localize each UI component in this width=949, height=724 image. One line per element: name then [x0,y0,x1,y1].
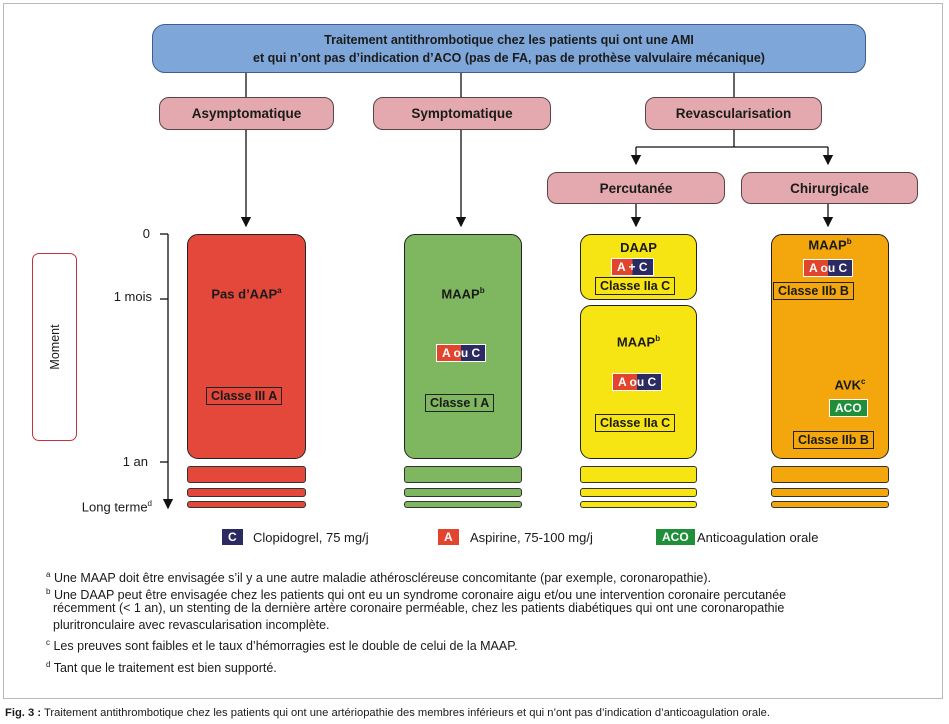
long-term-stripe [404,488,522,497]
legend-key-c: C [222,529,243,545]
classe-label: Classe IIb B [793,431,874,449]
bar-asymptomatique [187,234,306,459]
tick-label-1-mois: 1 mois [113,289,152,304]
label-text: Pas d’AAP [211,286,278,302]
footnote-a: a Une MAAP doit être envisagée s’il y a … [46,566,711,587]
long-term-stripe [404,501,522,508]
legend-key-aco: ACO [656,529,695,545]
category-chirurgicale: Chirurgicale [741,172,918,204]
tick-label-1-an: 1 an [122,454,148,469]
long-term-stripe [187,501,306,508]
drug-tag: A ou C [803,259,854,277]
footnote-b-line3: pluritronculaire avec revascularisation … [53,618,330,632]
category-label: Asymptomatique [191,106,302,121]
label-maap: MAAPb [404,286,522,301]
caption-text: Traitement antithrombotique chez les pat… [43,707,770,719]
label-maap: MAAPb [771,237,889,252]
classe-label: Classe IIa C [595,414,676,432]
long-term-stripe [771,466,889,483]
long-term-stripe [404,466,522,483]
figure-frame [3,3,943,699]
footnote-b-line2: récemment (< 1 an), un stenting de la de… [53,601,785,615]
label-daap: DAAP [620,240,657,255]
footnote-text: Une DAAP peut être envisagée chez les pa… [53,588,787,603]
footnote-mark: b [46,587,51,596]
category-revascularisation: Revascularisation [645,97,822,130]
drug-tag: A ou C [612,373,663,391]
legend-label: Clopidogrel, 75 mg/j [253,530,369,545]
footnote-mark: a [277,286,282,295]
footnote-b: b Une DAAP peut être envisagée chez les … [46,583,786,604]
long-term-stripe [580,501,697,508]
footnote-text: Tant que le traitement est bien supporté… [53,661,277,676]
label-text: MAAP [441,286,480,302]
classe-label: Classe I A [425,394,495,412]
long-term-stripe [187,466,306,483]
footnote-mark: d [147,499,152,508]
long-term-stripe [580,488,697,497]
label-pas-daap: Pas d’AAPa [187,286,306,301]
header-line2: et qui n’ont pas d’indication d’ACO (pas… [253,50,765,65]
legend-label: Aspirine, 75-100 mg/j [470,530,593,545]
footnote-mark: b [479,286,485,295]
footnote-text: Les preuves sont faibles et le taux d’hé… [53,639,518,654]
footnote-mark: c [46,638,50,647]
footnote-mark: b [655,334,661,343]
footnote-mark: c [861,377,866,386]
long-term-stripe [580,466,697,483]
axis-title: Moment [47,324,62,370]
drug-tag: A + C [611,258,654,276]
category-label: Percutanée [599,180,673,196]
drug-tag: A ou C [436,344,487,362]
classe-label: Classe III A [206,387,283,405]
legend-key-a: A [438,529,459,545]
header-line1: Traitement antithrombotique chez les pat… [324,32,694,47]
tick-label-long-terme: Long termed [60,499,152,514]
label-text: MAAP [616,334,656,350]
long-term-stripe [771,488,889,497]
drug-tag: ACO [829,399,868,417]
label-maap: MAAPb [580,334,697,349]
legend-label: Anticoagulation orale [697,530,819,545]
category-label: Chirurgicale [790,180,869,196]
footnote-text: Une MAAP doit être envisagée s’il y a un… [53,571,712,586]
axis-title-box: Moment [32,253,77,441]
footnote-mark: a [46,570,51,579]
header-box: Traitement antithrombotique chez les pat… [152,24,866,73]
category-percutanee: Percutanée [547,172,725,204]
footnote-mark: d [46,660,51,669]
figure-caption: Fig. 3 : Traitement antithrombotique che… [5,707,770,719]
category-label: Revascularisation [675,106,792,121]
category-label: Symptomatique [411,106,513,121]
footnote-c: c Les preuves sont faibles et le taux d’… [46,634,517,655]
tick-label-0: 0 [142,226,150,241]
caption-label: Fig. 3 : [5,707,42,719]
label-avk: AVKc [820,377,880,392]
tick-label-text: Long terme [81,499,148,515]
label-text: AVK [834,377,862,393]
category-symptomatique: Symptomatique [373,97,551,130]
bar-percut-daap [580,234,697,300]
long-term-stripe [187,488,306,497]
category-asymptomatique: Asymptomatique [159,97,334,130]
label-text: MAAP [808,237,847,253]
long-term-stripe [771,501,889,508]
footnote-mark: b [846,237,852,246]
classe-label: Classe IIb B [773,282,854,300]
classe-label: Classe IIa C [595,277,676,295]
footnote-d: d Tant que le traitement est bien suppor… [46,656,277,677]
